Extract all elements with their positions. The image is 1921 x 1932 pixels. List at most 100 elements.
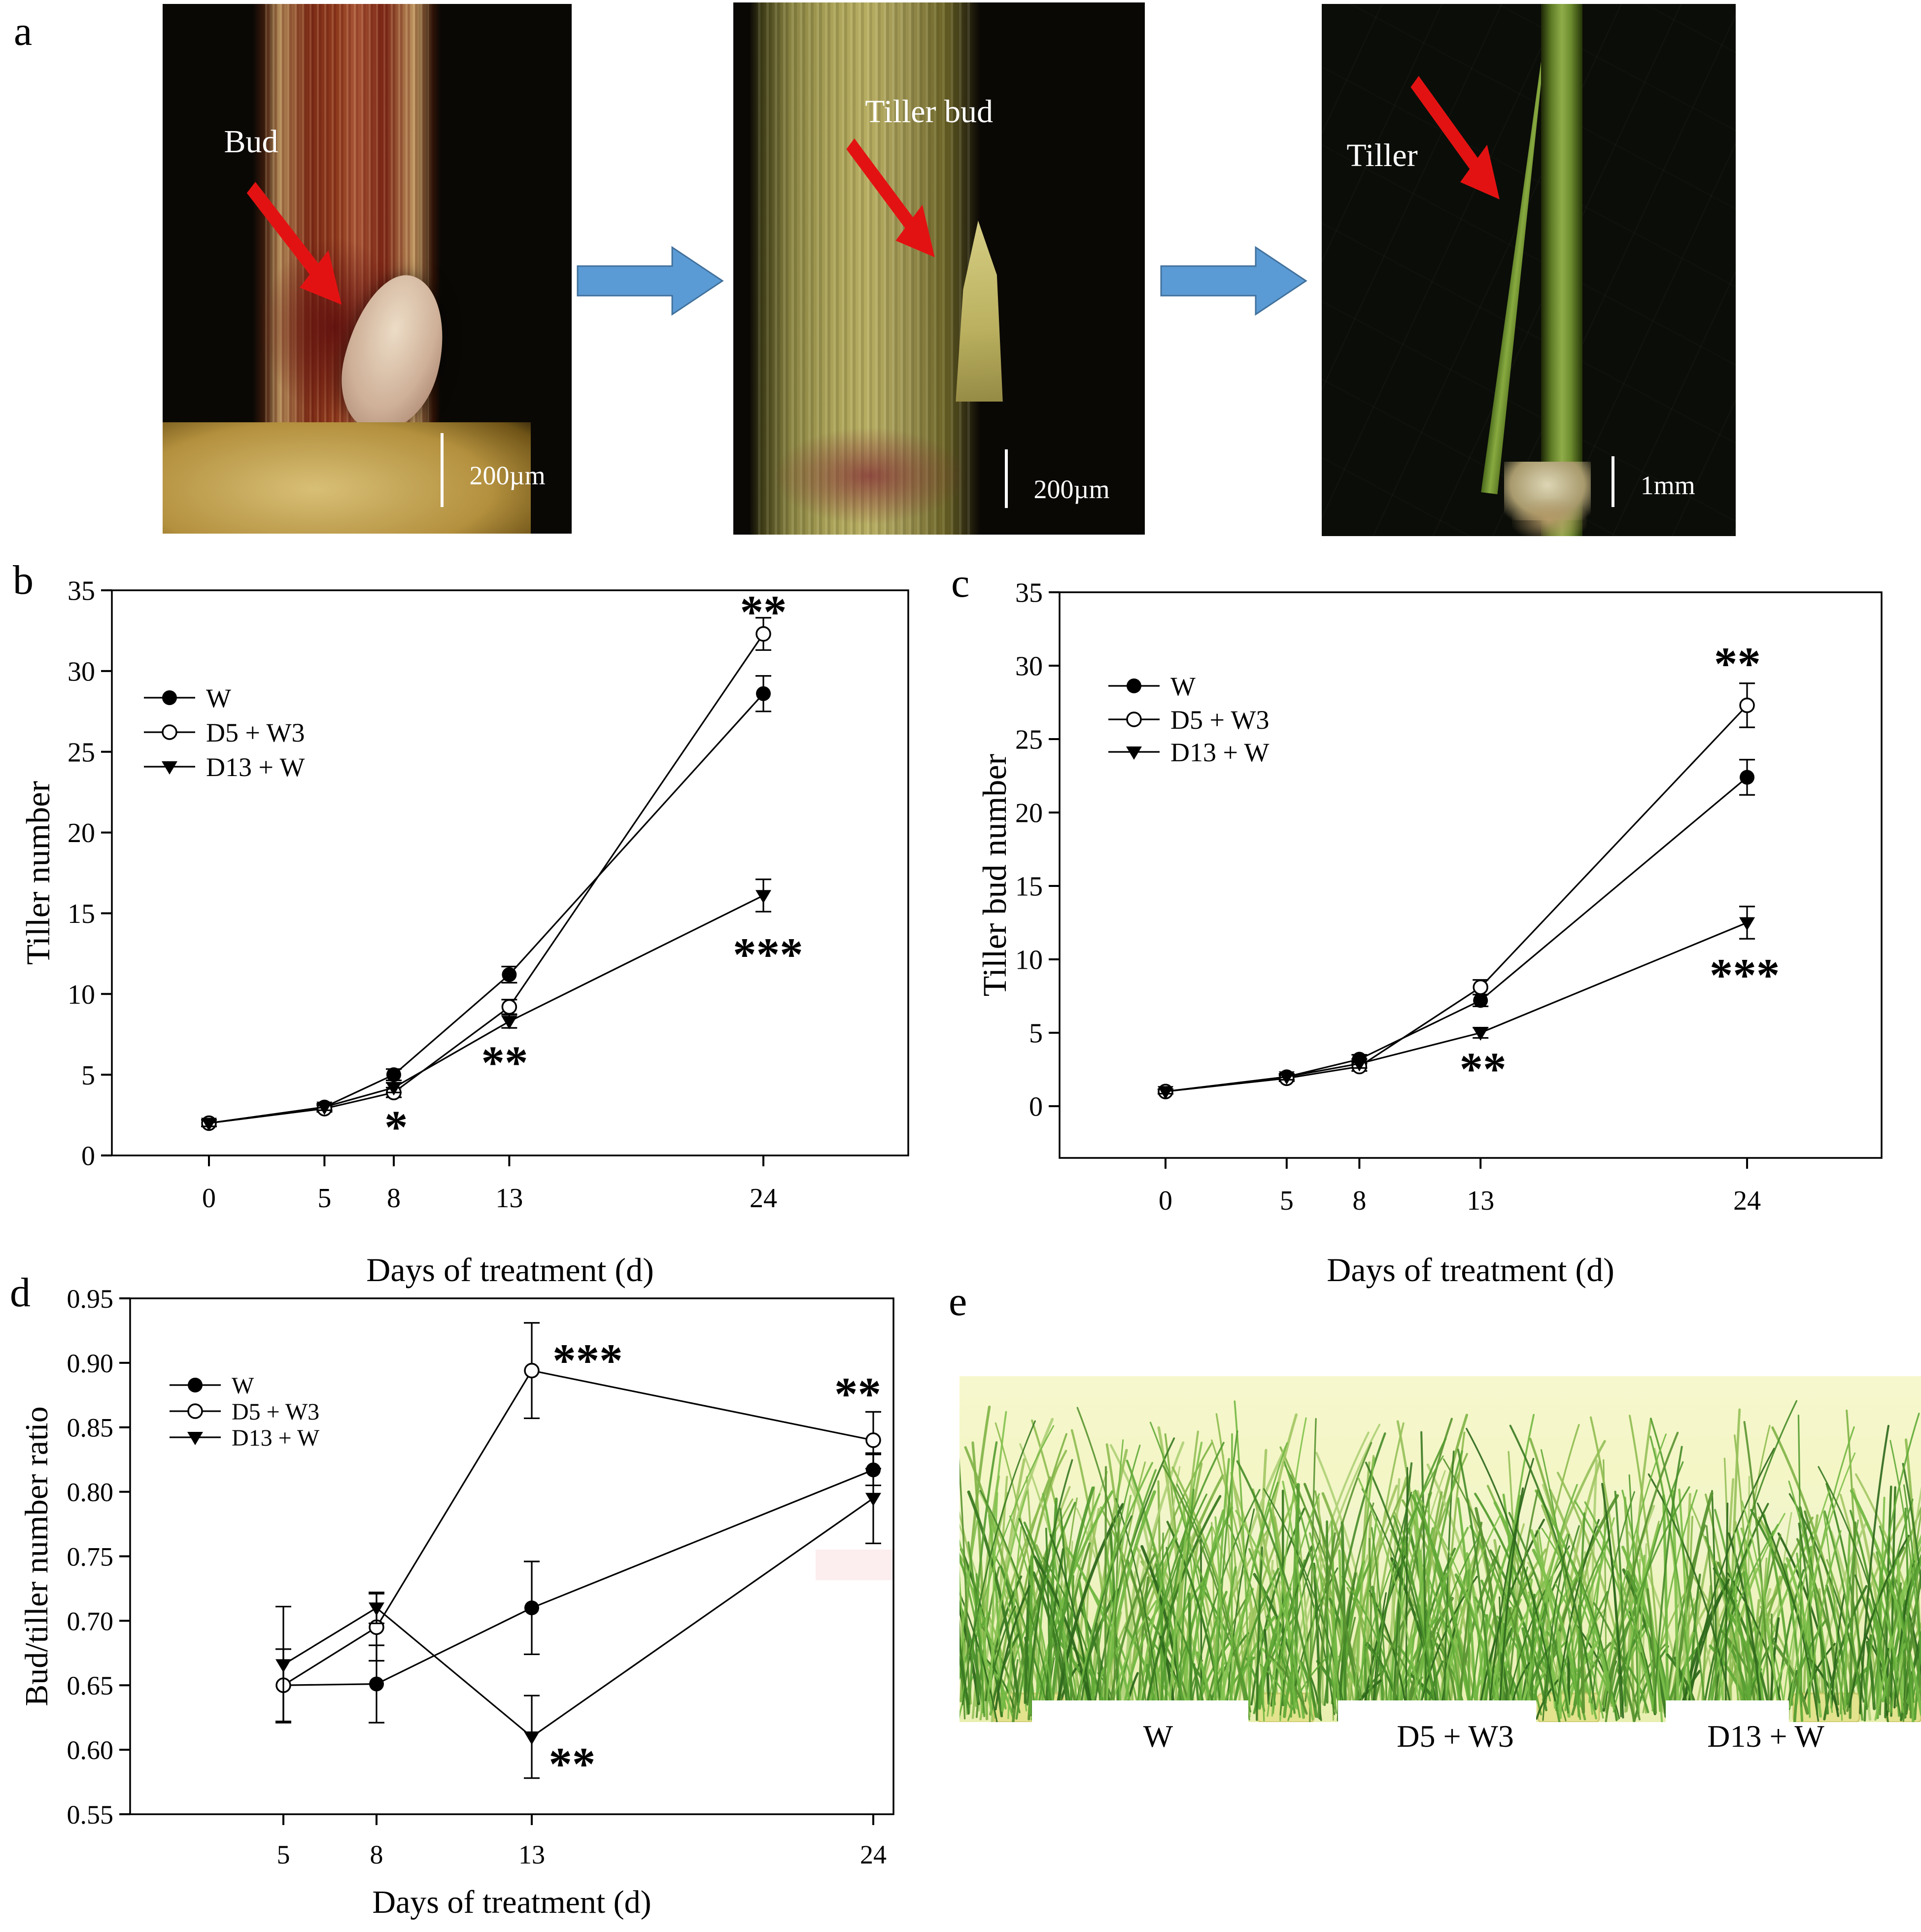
svg-text:8: 8 (1352, 1186, 1366, 1216)
significance-marker: ** (1460, 1043, 1507, 1095)
series-D13+W (275, 1452, 881, 1779)
significance-marker: *** (733, 928, 803, 981)
scale-bar (1005, 449, 1008, 508)
svg-text:10: 10 (68, 980, 95, 1010)
svg-text:24: 24 (750, 1183, 777, 1214)
process-arrow-icon (577, 246, 724, 316)
grass-front-layer (960, 1400, 1921, 1722)
photo-gap (1032, 1700, 1248, 1722)
svg-text:0.70: 0.70 (67, 1606, 114, 1636)
svg-text:5: 5 (1029, 1018, 1043, 1049)
svg-text:8: 8 (370, 1840, 383, 1869)
crown-tissue-shape (163, 422, 531, 534)
svg-text:D13 + W: D13 + W (206, 752, 305, 782)
background-texture (1322, 4, 1736, 536)
group-label-w: W (1143, 1719, 1173, 1754)
x-axis-title: Days of treatment (d) (372, 1884, 651, 1920)
scan-artifact (816, 1550, 893, 1580)
series-D13+W (201, 879, 771, 1131)
grass-image (960, 1400, 1921, 1722)
svg-text:0: 0 (81, 1141, 95, 1172)
significance-marker: * (384, 1101, 408, 1153)
svg-text:5: 5 (1280, 1186, 1294, 1216)
y-axis: 0.550.600.650.700.750.800.850.900.95 (67, 1284, 130, 1830)
svg-text:25: 25 (68, 737, 95, 768)
svg-text:20: 20 (68, 818, 95, 848)
svg-text:20: 20 (1015, 798, 1043, 829)
y-axis-title: Bud/tiller number ratio (19, 1406, 55, 1706)
series-W (275, 1454, 881, 1724)
group-label-d5w3: D5 + W3 (1397, 1719, 1514, 1754)
significance-marker: ** (1714, 638, 1761, 690)
significance-marker: ** (549, 1738, 595, 1790)
tiller-bud-annotation: Tiller bud (865, 94, 993, 130)
svg-text:W: W (206, 683, 231, 713)
turf-comparison-photo (960, 1376, 1921, 1722)
significance-marker: ** (740, 586, 787, 638)
svg-text:25: 25 (1015, 725, 1043, 755)
panel-d-label: d (10, 1270, 31, 1316)
svg-text:30: 30 (1015, 651, 1043, 682)
svg-text:24: 24 (860, 1840, 887, 1869)
x-axis-title: Days of treatment (d) (1327, 1251, 1614, 1288)
panel-a-label: a (14, 8, 33, 54)
svg-text:0.75: 0.75 (67, 1542, 114, 1571)
svg-text:D5 + W3: D5 + W3 (232, 1399, 319, 1425)
scale-bar (1612, 456, 1614, 507)
red-base-shape (774, 428, 964, 524)
photo-gap (1338, 1700, 1536, 1722)
svg-text:D13 + W: D13 + W (232, 1425, 320, 1451)
svg-text:0.85: 0.85 (67, 1413, 114, 1443)
scale-bar (441, 433, 444, 508)
tiller-bud-photo: Tiller bud 200µm (733, 2, 1145, 535)
significance-marker: *** (1710, 949, 1780, 1001)
significance-marker: *** (552, 1334, 623, 1387)
panel-b-label: b (13, 557, 34, 603)
svg-text:15: 15 (68, 899, 95, 929)
series-D13+W (1158, 906, 1755, 1100)
svg-text:D13 + W: D13 + W (1170, 738, 1269, 767)
svg-text:0.95: 0.95 (67, 1284, 114, 1314)
svg-text:35: 35 (1015, 578, 1043, 609)
panel-c-label: c (951, 560, 970, 606)
svg-text:W: W (232, 1373, 254, 1399)
process-arrow-icon (1160, 246, 1307, 316)
scale-bar-label: 200µm (1033, 475, 1110, 505)
svg-text:5: 5 (81, 1060, 95, 1091)
svg-text:0.60: 0.60 (67, 1735, 114, 1765)
red-arrow-icon (1410, 76, 1500, 200)
scale-bar-label: 1mm (1640, 471, 1695, 501)
svg-text:0.65: 0.65 (67, 1671, 114, 1700)
svg-text:D5 + W3: D5 + W3 (1170, 705, 1269, 735)
bud-annotation: Bud (224, 124, 278, 160)
y-axis-title: Tiller bud number (976, 753, 1013, 996)
red-arrow-icon (846, 138, 935, 258)
svg-text:30: 30 (68, 657, 95, 687)
stem-shape (1541, 4, 1583, 536)
roots-shape (1512, 499, 1587, 536)
svg-text:0: 0 (1029, 1092, 1043, 1122)
svg-text:W: W (1170, 672, 1196, 701)
svg-text:15: 15 (1015, 872, 1043, 902)
svg-text:0.90: 0.90 (67, 1349, 114, 1378)
significance-marker: ** (834, 1368, 881, 1420)
scale-bar-label: 200µm (469, 460, 546, 490)
tiller-photo: Tiller 1mm (1322, 4, 1736, 536)
svg-text:13: 13 (518, 1840, 545, 1869)
series-D5+W3 (275, 1322, 881, 1723)
significance-marker: ** (481, 1036, 528, 1088)
svg-text:8: 8 (387, 1183, 401, 1214)
svg-text:5: 5 (317, 1183, 331, 1214)
photo-gap (1666, 1700, 1789, 1722)
bud-photo: Bud 200µm (163, 4, 572, 534)
